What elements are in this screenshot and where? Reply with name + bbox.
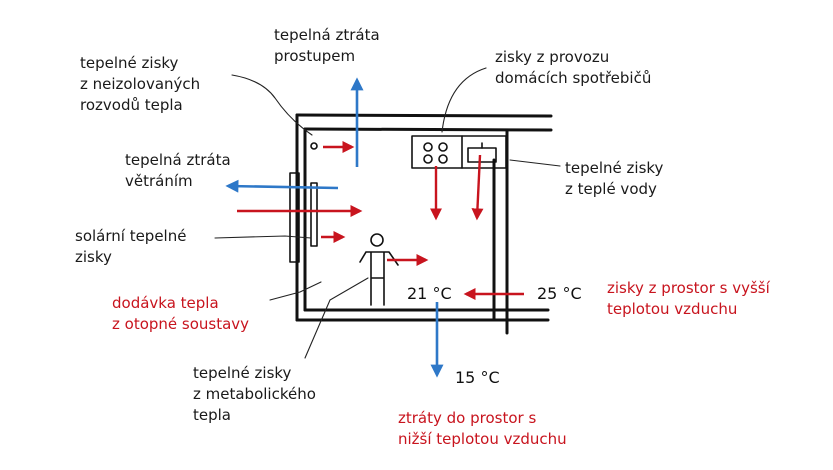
person-icon	[359, 233, 399, 306]
stove-burner-icon	[423, 154, 433, 164]
sink-icon	[467, 147, 497, 163]
label-ventilation-loss: tepelná ztráta větráním	[125, 151, 231, 190]
stove-burner-icon	[438, 142, 448, 152]
stove-burner-icon	[438, 154, 448, 164]
label-appliance-gains: zisky z provozu domácích spotřebičů	[495, 48, 652, 87]
label-hot-water-gains: tepelné zisky z teplé vody	[565, 159, 664, 198]
adjacent-warm-temperature: 25 °C	[537, 284, 582, 303]
heating-pipe-icon	[310, 142, 318, 150]
heat-flow-arrows	[225, 77, 524, 378]
top-wall-outer	[295, 113, 553, 118]
label-transmission-loss: tepelná ztráta prostupem	[274, 26, 380, 65]
label-metabolic-gains: tepelné zisky z metabolického tepla	[193, 364, 316, 424]
room-walls	[289, 113, 553, 335]
top-wall-inner	[303, 127, 553, 132]
label-heating-supply: dodávka tepla z otopné soustavy	[112, 294, 250, 333]
room-temperature: 21 °C	[407, 284, 452, 303]
adjacent-cold-temperature: 15 °C	[455, 368, 500, 387]
stove-burner-icon	[423, 142, 433, 152]
kitchen-counter	[411, 135, 507, 169]
hot-water-gain-arrow	[471, 154, 484, 221]
ventilation-loss-arrow	[225, 179, 339, 193]
window-frame	[289, 172, 300, 263]
label-uninsulated-gains: tepelné zisky z neizolovaných rozvodů te…	[80, 54, 201, 114]
label-warmer-space-gains: zisky z prostor s vyšší teplotou vzduchu	[607, 279, 770, 318]
leader-lines	[214, 67, 561, 359]
label-cooler-space-losses: ztráty do prostor s nižší teplotou vzduc…	[398, 409, 567, 448]
appliances	[411, 135, 507, 169]
radiator	[310, 182, 318, 247]
label-solar-gains: solární tepelné zisky	[75, 227, 187, 266]
